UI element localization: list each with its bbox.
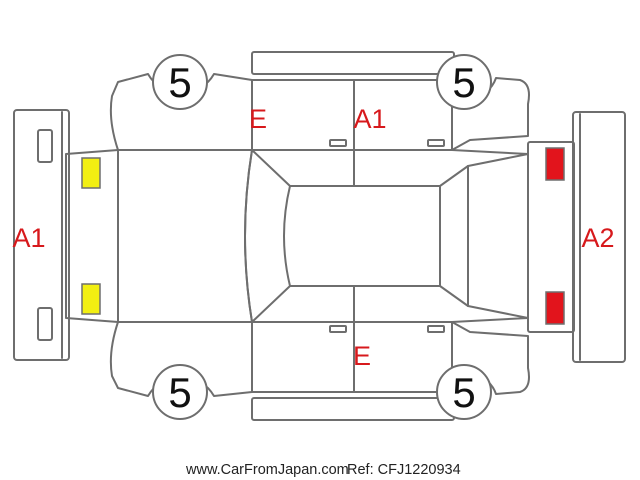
tire-front-right [152, 364, 208, 420]
front-bumper [13, 109, 70, 361]
taillight-right-icon [545, 291, 565, 325]
mark-left-front-door: E [249, 104, 267, 134]
windshield [244, 149, 291, 323]
rear-glass [439, 165, 469, 307]
mark-right-door: E [353, 341, 371, 371]
tire-grade-rear-right: 5 [452, 369, 475, 416]
footer-site: www.CarFromJapan.com [185, 462, 349, 478]
roof-rail-top [251, 51, 455, 75]
tire-grade-front-left: 5 [168, 59, 191, 106]
mark-front-bumper: A1 [12, 223, 45, 253]
footer-ref: Ref: CFJ1220934 [347, 462, 461, 478]
taillight-left-icon [545, 147, 565, 181]
roof-rail-bottom [251, 397, 455, 421]
tire-rear-right [436, 364, 492, 420]
mark-left-rear-door: A1 [353, 104, 386, 134]
tire-grade-front-right: 5 [168, 369, 191, 416]
tire-grade-rear-left: 5 [452, 59, 475, 106]
mark-rear-bumper: A2 [581, 223, 614, 253]
top-view-body [65, 141, 575, 333]
headlight-right-icon [81, 283, 101, 315]
tire-front-left [152, 54, 208, 110]
headlight-left-icon [81, 157, 101, 189]
tire-rear-left [436, 54, 492, 110]
